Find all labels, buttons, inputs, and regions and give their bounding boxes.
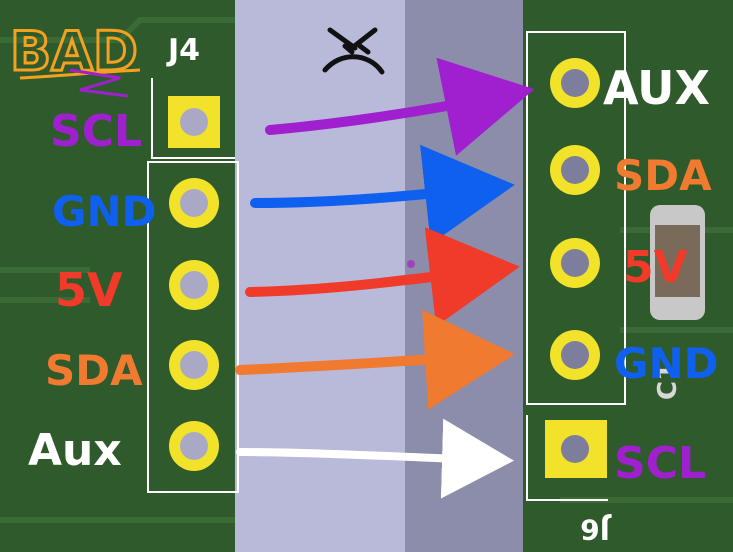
silkscreen-outlines: [147, 31, 626, 501]
left-label-sda: SDA: [45, 346, 143, 395]
left-label-aux: Aux: [28, 425, 122, 476]
arrow-icon: [235, 309, 515, 410]
arrow-group: [235, 57, 535, 499]
stray-dot: [407, 260, 415, 268]
left-label-gnd: GND: [52, 187, 157, 236]
right-pad-header: [545, 58, 607, 478]
left-pad-header: [168, 96, 220, 471]
board-gap: [235, 0, 405, 552]
connector-j4-label: J4: [166, 33, 200, 68]
arrow-icon: [250, 144, 515, 245]
arrow-icon: [265, 57, 535, 156]
frown-face-icon: [322, 27, 385, 75]
component-c1-label: C1: [653, 363, 683, 400]
left-label-5v: 5V: [55, 263, 123, 317]
right-label-scl: SCL: [614, 438, 706, 489]
connector-j6-label: J6: [580, 513, 612, 546]
right-label-aux: AUX: [603, 61, 710, 115]
bad-label: BAD: [9, 19, 141, 98]
arrow-icon: [245, 227, 520, 327]
capacitor-component: [650, 205, 705, 320]
arrow-icon: [236, 418, 514, 499]
right-label-gnd: GND: [614, 339, 719, 388]
left-label-scl: SCL: [50, 106, 142, 157]
pcb-traces-left: [0, 17, 235, 523]
right-label-sda: SDA: [614, 151, 712, 200]
right-label-5v: 5V: [623, 242, 688, 293]
